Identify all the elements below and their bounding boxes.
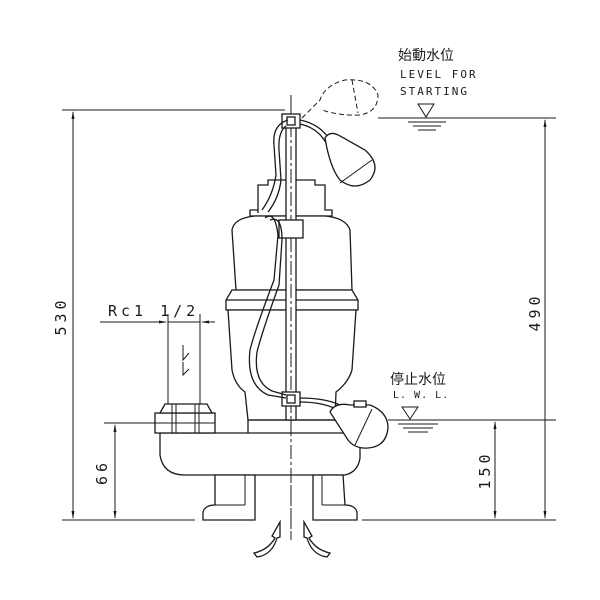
inflow-arrow-right-icon xyxy=(303,519,332,558)
dimension-outlet-height: 66 xyxy=(93,422,158,519)
water-level-triangle-icon xyxy=(417,103,435,118)
stop-float xyxy=(329,400,389,449)
start-float-raised xyxy=(301,79,379,119)
dim-150-label: 150 xyxy=(476,450,494,489)
stop-level-en: L. W. L. xyxy=(393,390,449,401)
dimension-outlet-size: Rc1 1/2 xyxy=(100,302,215,412)
stop-level-marker: 停止水位 L. W. L. xyxy=(390,371,449,433)
start-level-en-2: STARTING xyxy=(400,85,469,98)
start-level-marker: 始動水位 LEVEL FOR STARTING xyxy=(398,48,478,131)
dimension-stop-level: 150 xyxy=(388,419,556,519)
dimension-overall-height: 530 xyxy=(52,109,285,519)
stop-level-jp: 停止水位 xyxy=(390,371,446,388)
dimension-start-level: 490 xyxy=(378,117,556,519)
start-level-jp: 始動水位 xyxy=(398,48,454,64)
start-float xyxy=(324,132,376,187)
inflow-arrow-left-icon xyxy=(252,519,281,558)
outlet-size-label: Rc1 1/2 xyxy=(108,302,199,320)
water-level-triangle-icon xyxy=(401,406,419,420)
dim-66-label: 66 xyxy=(93,459,111,485)
dim-490-label: 490 xyxy=(526,292,544,331)
dim-530-label: 530 xyxy=(52,296,70,335)
start-level-en-1: LEVEL FOR xyxy=(400,68,478,81)
